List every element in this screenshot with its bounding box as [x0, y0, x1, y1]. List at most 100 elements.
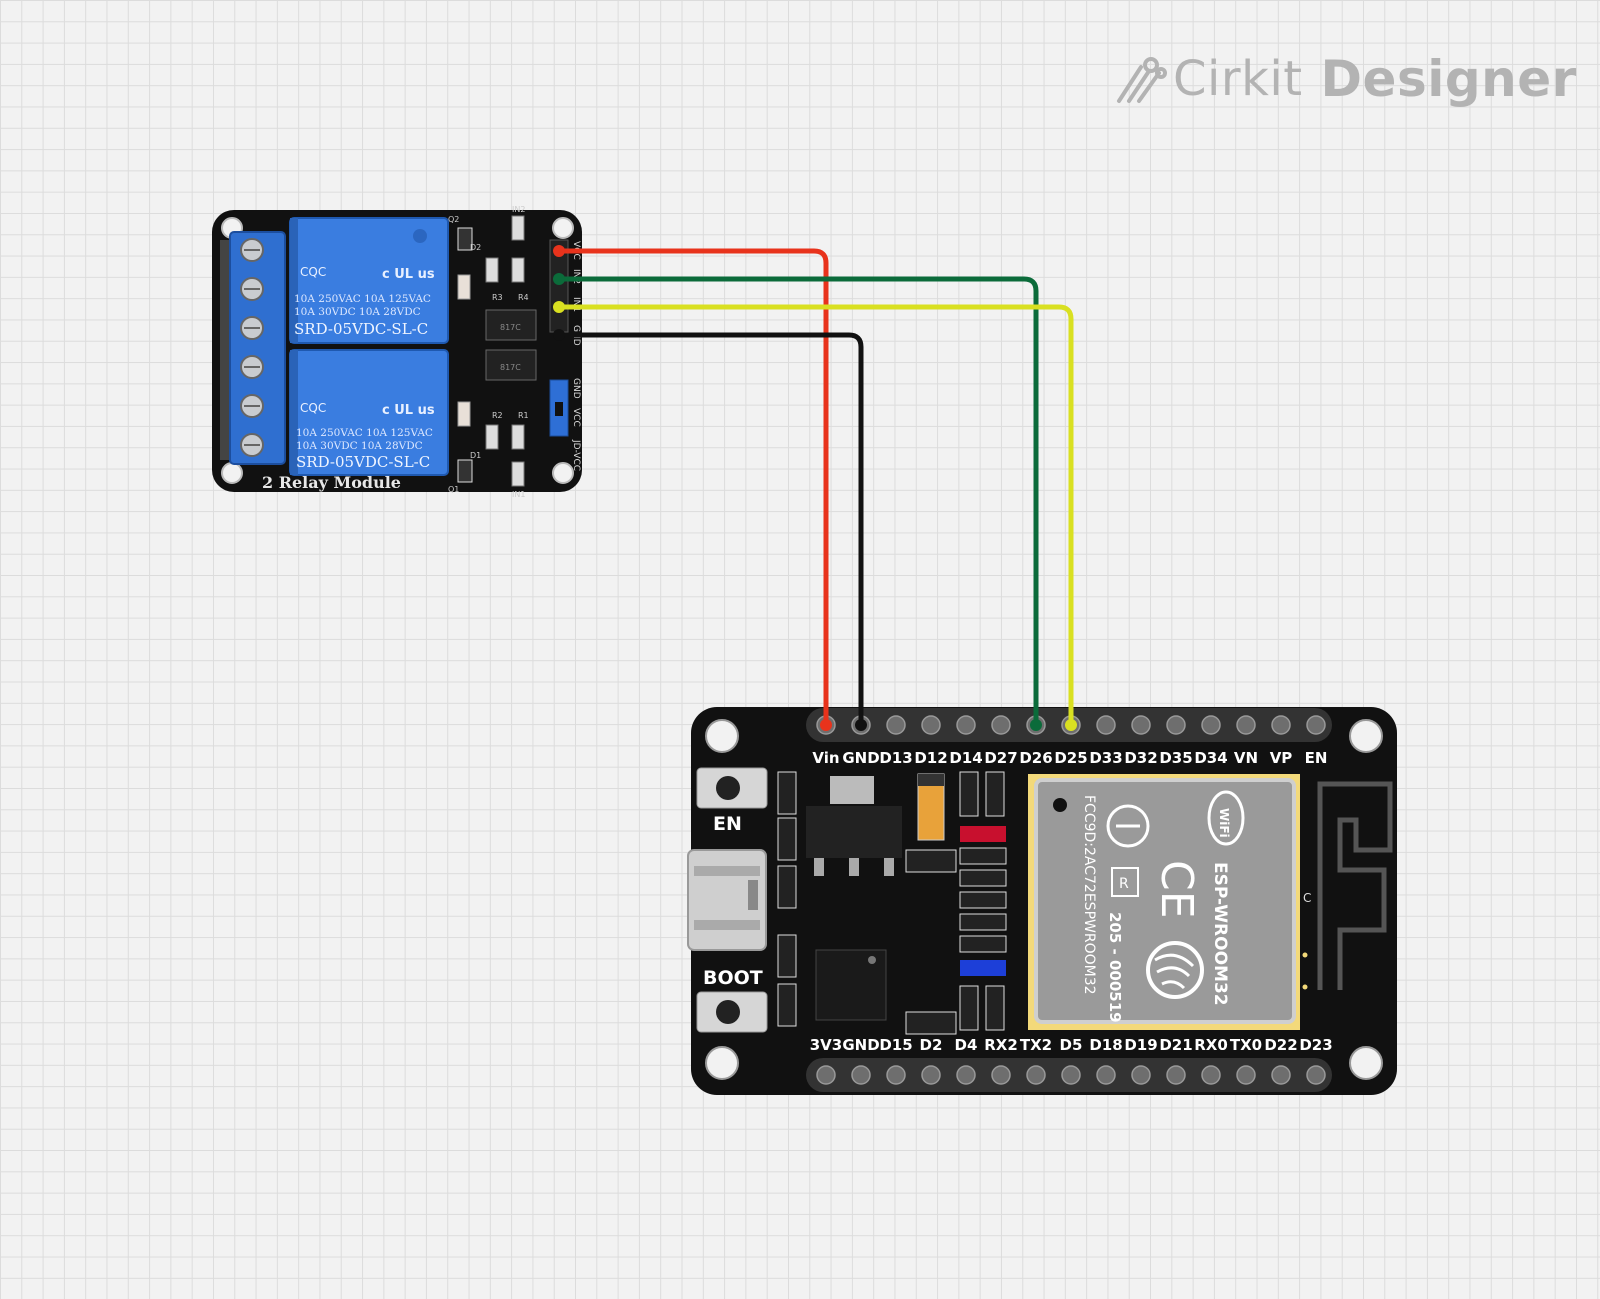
esp-pin-label: TX0	[1230, 1036, 1262, 1054]
esp-pin-label: D35	[1159, 749, 1192, 767]
esp-pin-3v3[interactable]	[816, 1065, 836, 1085]
mount-hole	[705, 1046, 739, 1080]
esp-pin-en[interactable]	[1306, 715, 1326, 735]
boot-button[interactable]	[696, 991, 768, 1033]
esp-pin-label: D23	[1299, 1036, 1332, 1054]
in1-led-label: IN1	[512, 490, 525, 499]
esp-pin-label: D15	[879, 1036, 912, 1054]
logo-product: Designer	[1320, 50, 1577, 108]
module-ce: CE	[1151, 860, 1202, 919]
mount-hole	[552, 217, 574, 239]
boot-button-label: BOOT	[703, 967, 763, 989]
r-mark-icon: R	[1111, 867, 1139, 897]
esp-pin-label: GND	[842, 1036, 879, 1054]
relay-bottom-rating-1: 10A 250VAC 10A 125VAC	[296, 427, 433, 439]
r2-label: R2	[492, 411, 503, 420]
esp-pin-label: D5	[1060, 1036, 1083, 1054]
esp-pin-label: VP	[1270, 749, 1293, 767]
wires[interactable]	[553, 245, 1077, 731]
esp-pin-rx0[interactable]	[1201, 1065, 1221, 1085]
relay-jumper-label-group: JD-VCC	[571, 439, 581, 471]
esp-wroom32-module: FCC9D:2AC72ESPWROOM32 205 - 000519 ESP-W…	[1028, 774, 1300, 1030]
r1-label: R1	[518, 411, 529, 420]
wire-vcc[interactable]	[556, 248, 829, 728]
esp-pin-label: D2	[920, 1036, 943, 1054]
cirkit-logo-icon	[1117, 57, 1167, 103]
esp-pin-d33[interactable]	[1096, 715, 1116, 735]
esp-pin-label: D25	[1054, 749, 1087, 767]
micro-usb-port	[687, 849, 767, 951]
terminal-block	[229, 231, 286, 465]
esp-pin-vn[interactable]	[1236, 715, 1256, 735]
wire-endpoint[interactable]	[1065, 719, 1077, 731]
esp-pin-d5[interactable]	[1061, 1065, 1081, 1085]
relay-module[interactable]: CQC c UL us 10A 250VAC 10A 125VAC 10A 30…	[212, 205, 582, 499]
relay-jumper-label-group: VCC	[571, 408, 581, 427]
esp-pin-label: D21	[1159, 1036, 1192, 1054]
relay-bottom: CQC c UL us 10A 250VAC 10A 125VAC 10A 30…	[289, 349, 449, 476]
wire-endpoint[interactable]	[855, 719, 867, 731]
esp-pin-d4[interactable]	[956, 1065, 976, 1085]
antenna-mark: C	[1303, 891, 1311, 905]
cirkit-designer-logo: Cirkit Designer	[1115, 44, 1577, 114]
r3-label: R3	[492, 293, 503, 302]
esp-pin-d35[interactable]	[1166, 715, 1186, 735]
esp-pin-tx2[interactable]	[1026, 1065, 1046, 1085]
wire-endpoint[interactable]	[820, 719, 832, 731]
esp-pin-d22[interactable]	[1271, 1065, 1291, 1085]
wire-endpoint[interactable]	[553, 273, 565, 285]
wire-in2[interactable]	[556, 276, 1039, 728]
opto-label-2: 817C	[500, 363, 521, 372]
esp-pin-label: D34	[1194, 749, 1227, 767]
esp-pin-d18[interactable]	[1096, 1065, 1116, 1085]
pcb-antenna: C	[1302, 781, 1393, 990]
relay-top-cqc: CQC	[300, 265, 326, 279]
esp-pin-d21[interactable]	[1166, 1065, 1186, 1085]
relay-bottom-rating-2: 10A 30VDC 10A 28VDC	[296, 440, 423, 452]
relay-top: CQC c UL us 10A 250VAC 10A 125VAC 10A 30…	[289, 217, 449, 344]
esp-pin-d32[interactable]	[1131, 715, 1151, 735]
esp-pin-label: EN	[1305, 749, 1328, 767]
esp-pin-d13[interactable]	[886, 715, 906, 735]
esp-pin-d14[interactable]	[956, 715, 976, 735]
esp-pin-d34[interactable]	[1201, 715, 1221, 735]
esp-pin-label: D26	[1019, 749, 1052, 767]
esp-pin-label: TX2	[1020, 1036, 1052, 1054]
esp-pin-d23[interactable]	[1306, 1065, 1326, 1085]
esp-pin-gnd[interactable]	[851, 1065, 871, 1085]
relay-jumper-label: VCC	[571, 408, 581, 427]
en-button[interactable]	[696, 767, 768, 809]
wire-in1[interactable]	[556, 304, 1074, 728]
esp-pin-label: RX2	[984, 1036, 1018, 1054]
esp-pin-vp[interactable]	[1271, 715, 1291, 735]
esp-pin-rx2[interactable]	[991, 1065, 1011, 1085]
esp-pin-d15[interactable]	[886, 1065, 906, 1085]
wire-endpoint[interactable]	[1030, 719, 1042, 731]
q2-label: Q2	[448, 215, 459, 224]
in2-led-label: IN2	[512, 205, 525, 214]
relay-smd-parts: 817C 817C Q2 Q1 D2 D1 R3 R4 R2 R1 IN2 IN…	[448, 205, 537, 499]
wire-endpoint[interactable]	[553, 329, 565, 341]
esp-pin-tx0[interactable]	[1236, 1065, 1256, 1085]
relay-bottom-model: SRD-05VDC-SL-C	[296, 453, 430, 471]
esp-pin-label: D13	[879, 749, 912, 767]
wire-endpoint[interactable]	[553, 245, 565, 257]
esp-pin-d27[interactable]	[991, 715, 1011, 735]
relay-top-rating-1: 10A 250VAC 10A 125VAC	[294, 293, 431, 305]
mount-hole	[221, 462, 243, 484]
esp-pin-d2[interactable]	[921, 1065, 941, 1085]
wire-endpoint[interactable]	[553, 301, 565, 313]
relay-top-model: SRD-05VDC-SL-C	[294, 320, 428, 338]
module-name: ESP-WROOM32	[1210, 862, 1230, 1006]
esp-pin-label: RX0	[1194, 1036, 1228, 1054]
esp-pin-d19[interactable]	[1131, 1065, 1151, 1085]
esp-pin-label: 3V3	[810, 1036, 842, 1054]
jumper-cap	[555, 402, 563, 416]
wire-gnd[interactable]	[556, 332, 864, 728]
esp-pin-d12[interactable]	[921, 715, 941, 735]
pin1-dot	[1053, 798, 1067, 812]
